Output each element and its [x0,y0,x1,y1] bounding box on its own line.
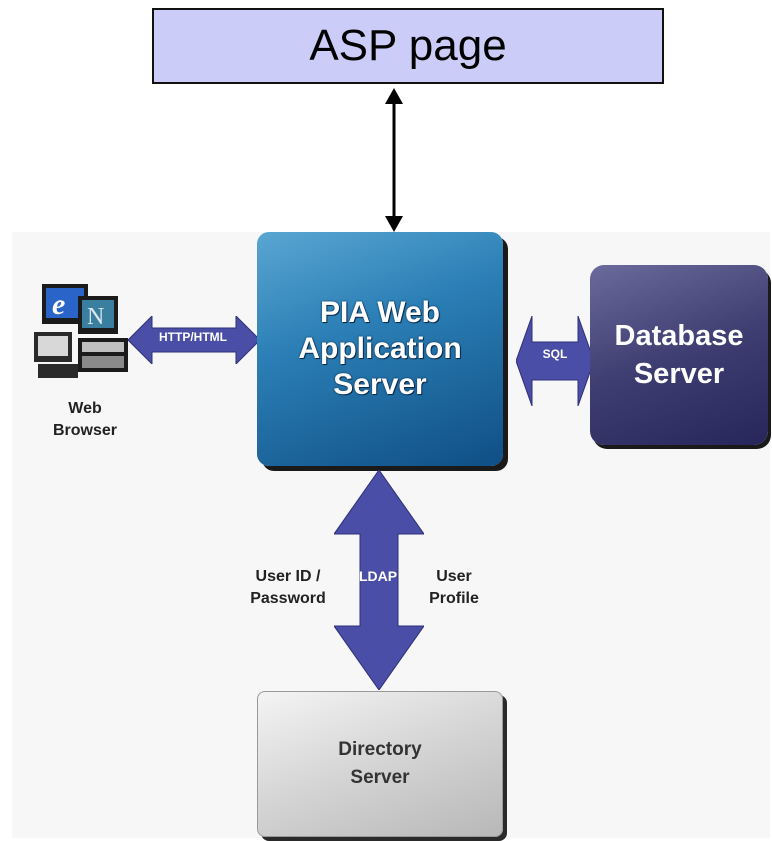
user-id-password-label: User ID / Password [238,566,338,610]
asp-pia-connector [385,88,403,232]
pia-web-application-server: PIA Web Application Server [257,232,503,466]
web-browser-label-line1: Web [68,400,102,417]
password-line: Password [250,590,326,607]
user-profile-label: User Profile [424,566,484,610]
web-browser-icon: e N [34,284,128,378]
directory-label-line2: Server [350,767,410,788]
ldap-arrow [334,470,424,690]
directory-server: Directory Server [257,691,503,837]
profile-line: Profile [429,590,479,607]
user-id-line: User ID / [255,568,321,585]
asp-page-box: ASP page [152,8,664,84]
web-browser-label-line2: Browser [52,422,118,439]
database-server: Database Server [590,265,768,445]
user-line: User [436,568,472,585]
pia-label-line3: Server [333,368,427,401]
sql-arrow [516,316,594,406]
http-html-arrow [128,316,260,364]
asp-page-label: ASP page [309,21,507,70]
svg-text:e: e [52,288,65,321]
ldap-label: LDAP [358,568,398,584]
svg-text:N: N [87,304,104,330]
directory-label-line1: Directory [338,739,422,760]
pia-label-line1: PIA Web [319,296,440,329]
http-html-label: HTTP/HTML [159,330,227,344]
database-label-line2: Server [633,358,725,390]
pia-label-line2: Application [298,332,462,365]
database-label-line1: Database [614,320,744,352]
sql-label: SQL [542,347,568,361]
web-browser-label: Web Browser [40,398,130,442]
